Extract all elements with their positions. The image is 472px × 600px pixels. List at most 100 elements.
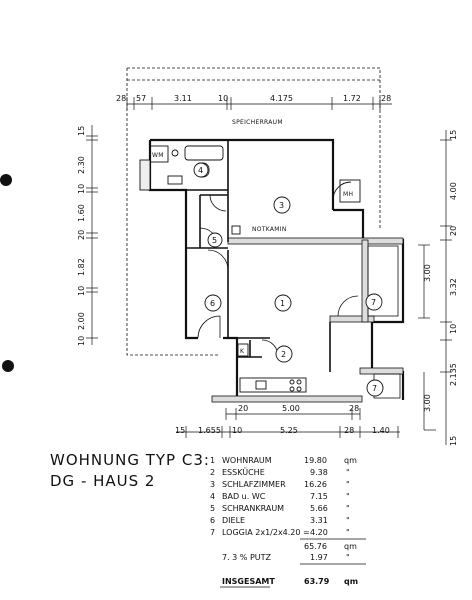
dimension-right	[418, 130, 452, 445]
dim-left-text: 1.82	[77, 258, 86, 276]
total-label: INSGESAMT	[222, 577, 275, 586]
area-table: 1 WOHNRAUM 19.80 qm 2 ESSKÜCHE 9.38 " 3 …	[210, 456, 366, 588]
dim-right-text: 3.00	[423, 264, 432, 282]
room-number: 2	[281, 350, 286, 359]
dim-top-text: 57	[136, 94, 146, 103]
room-number: 7	[372, 384, 377, 393]
total-value: 63.79	[304, 577, 330, 586]
dim-right-text: 15	[449, 130, 458, 140]
area-value: 5.66	[310, 504, 328, 513]
room-markers	[193, 162, 384, 397]
dim-top-text: 28	[116, 94, 126, 103]
area-unit: "	[346, 504, 350, 513]
area-unit: "	[346, 516, 350, 525]
dimension-top	[126, 97, 392, 110]
subtotal-unit: qm	[344, 542, 357, 551]
area-unit: "	[346, 492, 350, 501]
area-unit: qm	[344, 456, 357, 465]
plan-title-line1: WOHNUNG TYP C3:	[50, 451, 210, 469]
dim-left-text: 10	[77, 286, 86, 296]
dim-left-text: 10	[77, 336, 86, 346]
dim-right-text: 10	[449, 324, 458, 334]
dim-right-text: 15	[449, 436, 458, 446]
wm-label: WM	[152, 152, 164, 159]
room-number: 4	[198, 166, 203, 175]
dim-left-text: 2.30	[77, 156, 86, 174]
mh-label: MH	[343, 191, 353, 198]
room-number: 3	[279, 201, 284, 210]
notkamin-chimney	[231, 225, 241, 235]
area-no: 2	[210, 468, 215, 477]
speicherraum-label: SPEICHERRAUM	[232, 119, 283, 126]
dimension-bottom	[176, 408, 400, 438]
dim-top-text: 10	[218, 94, 228, 103]
roof-outline	[126, 67, 381, 356]
area-value: 16.26	[304, 480, 327, 489]
mh-closet	[332, 179, 361, 203]
area-name: BAD u. WC	[222, 492, 266, 501]
dim-top-text: 4.175	[270, 94, 293, 103]
area-unit: "	[346, 528, 350, 537]
room-number: 5	[212, 236, 217, 245]
area-unit: "	[346, 468, 350, 477]
area-name: WOHNRAUM	[222, 456, 272, 465]
room-number: 6	[210, 299, 215, 308]
area-value: 7.15	[310, 492, 328, 501]
area-no: 1	[210, 456, 215, 465]
area-no: 3	[210, 480, 215, 489]
kitchen-counter	[239, 377, 307, 393]
area-name: ESSKÜCHE	[222, 467, 265, 477]
subtotal-value: 65.76	[304, 542, 327, 551]
dim-right-text: 4.00	[449, 182, 458, 200]
dim-bottom-text: 5.25	[280, 426, 298, 435]
total-unit: qm	[344, 577, 358, 586]
dim-bottom-text: 1.655	[198, 426, 221, 435]
dimension-left	[86, 125, 98, 345]
area-value: 9.38	[310, 468, 328, 477]
area-name: DIELE	[222, 516, 245, 525]
room-number: 7	[371, 298, 376, 307]
dim-bottom-text: 28	[344, 426, 354, 435]
putz-value: 1.97	[310, 553, 328, 562]
dim-right-text: 2.135	[449, 363, 458, 386]
dim-left-text: 20	[77, 230, 86, 240]
area-no: 5	[210, 504, 215, 513]
dim-top-text: 1.72	[343, 94, 361, 103]
area-name: SCHLAFZIMMER	[222, 480, 286, 489]
notkamin-label: NOTKAMIN	[252, 226, 287, 233]
dim-bottom-text: 28	[349, 404, 359, 413]
putz-unit: "	[346, 553, 350, 562]
area-value: 3.31	[310, 516, 328, 525]
area-no: 4	[210, 492, 215, 501]
doors	[197, 194, 359, 357]
k-box	[237, 343, 249, 357]
plan-title-line2: DG - HAUS 2	[50, 472, 155, 490]
area-value: 19.80	[304, 456, 327, 465]
dim-top-text: 28	[381, 94, 391, 103]
dim-bottom-text: 1.40	[372, 426, 390, 435]
dim-left-text: 2.00	[77, 312, 86, 330]
area-name: SCHRANKRAUM	[222, 504, 284, 513]
dim-bottom-text: 15	[175, 426, 185, 435]
dim-left-text: 1.60	[77, 204, 86, 222]
dim-bottom-text: 10	[232, 426, 242, 435]
area-no: 6	[210, 516, 215, 525]
area-name: LOGGIA 2x1/2x4.20 =	[222, 528, 310, 537]
dim-right-text: 3.00	[423, 394, 432, 412]
dim-right-text: 20	[449, 226, 458, 236]
interior-walls	[150, 140, 331, 372]
k-label: K	[240, 348, 245, 355]
putz-label: 7. 3 % PUTZ	[222, 553, 272, 562]
punch-hole	[2, 360, 14, 372]
area-no: 7	[210, 528, 215, 537]
dim-left-text: 10	[77, 184, 86, 194]
area-value: 4.20	[310, 528, 328, 537]
dim-top-text: 3.11	[174, 94, 192, 103]
punch-hole	[0, 174, 12, 186]
area-unit: "	[346, 480, 350, 489]
dim-bottom-text: 20	[238, 404, 248, 413]
dim-bottom-text: 5.00	[282, 404, 300, 413]
dim-left-text: 15	[77, 126, 86, 136]
room-number: 1	[280, 299, 285, 308]
